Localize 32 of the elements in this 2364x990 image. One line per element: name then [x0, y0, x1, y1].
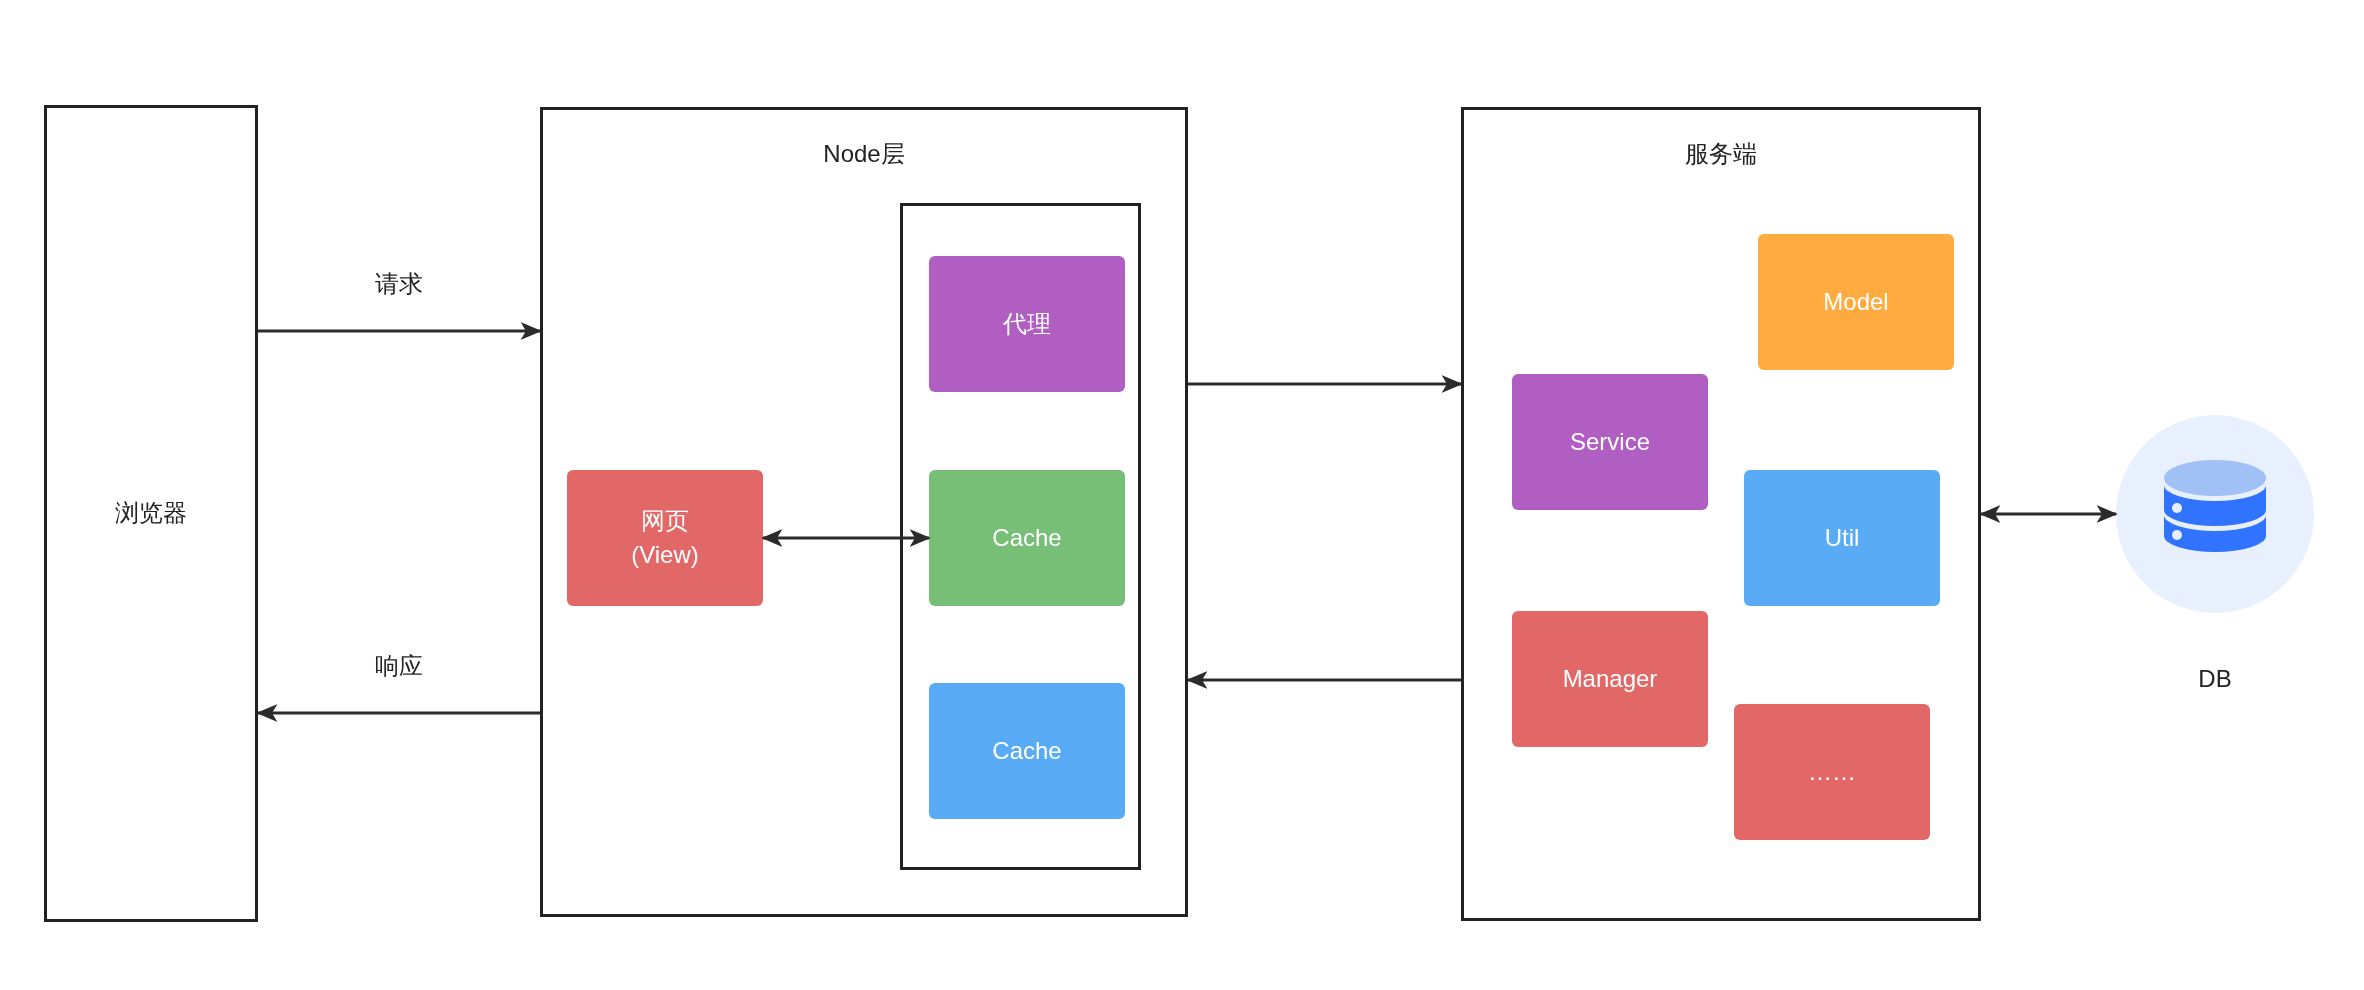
arrow: [1979, 505, 2118, 523]
service-box: [1512, 374, 1708, 510]
arrow: [1186, 671, 1461, 689]
node-label: Manager: [1562, 664, 1658, 695]
group-box: [900, 203, 1141, 870]
arrow: [258, 322, 542, 340]
node-title: Node层: [822, 139, 906, 169]
node-label: Cache: [992, 736, 1062, 767]
node-label: 网页 (View): [630, 506, 700, 570]
node-layer-box: [540, 107, 1188, 917]
more-box: [1734, 704, 1930, 840]
view-box: [567, 470, 763, 606]
cache-box: [929, 470, 1125, 606]
proxy-box: [929, 256, 1125, 392]
cache-box: [929, 683, 1125, 819]
node-label: Model: [1823, 287, 1889, 318]
node-label: Cache: [992, 523, 1062, 554]
node-label: 代理: [1003, 309, 1051, 340]
arrow: [1188, 375, 1463, 393]
model-box: [1758, 234, 1954, 370]
node-label: DB: [2197, 665, 2233, 693]
util-box: [1744, 470, 1940, 606]
node-label: Util: [1824, 523, 1860, 554]
arrow: [761, 529, 931, 547]
node-label: ……: [1808, 757, 1856, 788]
server-box: [1461, 107, 1981, 921]
manager-box: [1512, 611, 1708, 747]
node-title: 服务端: [1684, 139, 1758, 169]
node-title: 浏览器: [114, 497, 188, 528]
arrow: [256, 704, 540, 722]
node-label: Service: [1570, 427, 1650, 458]
browser-box: [44, 105, 258, 922]
